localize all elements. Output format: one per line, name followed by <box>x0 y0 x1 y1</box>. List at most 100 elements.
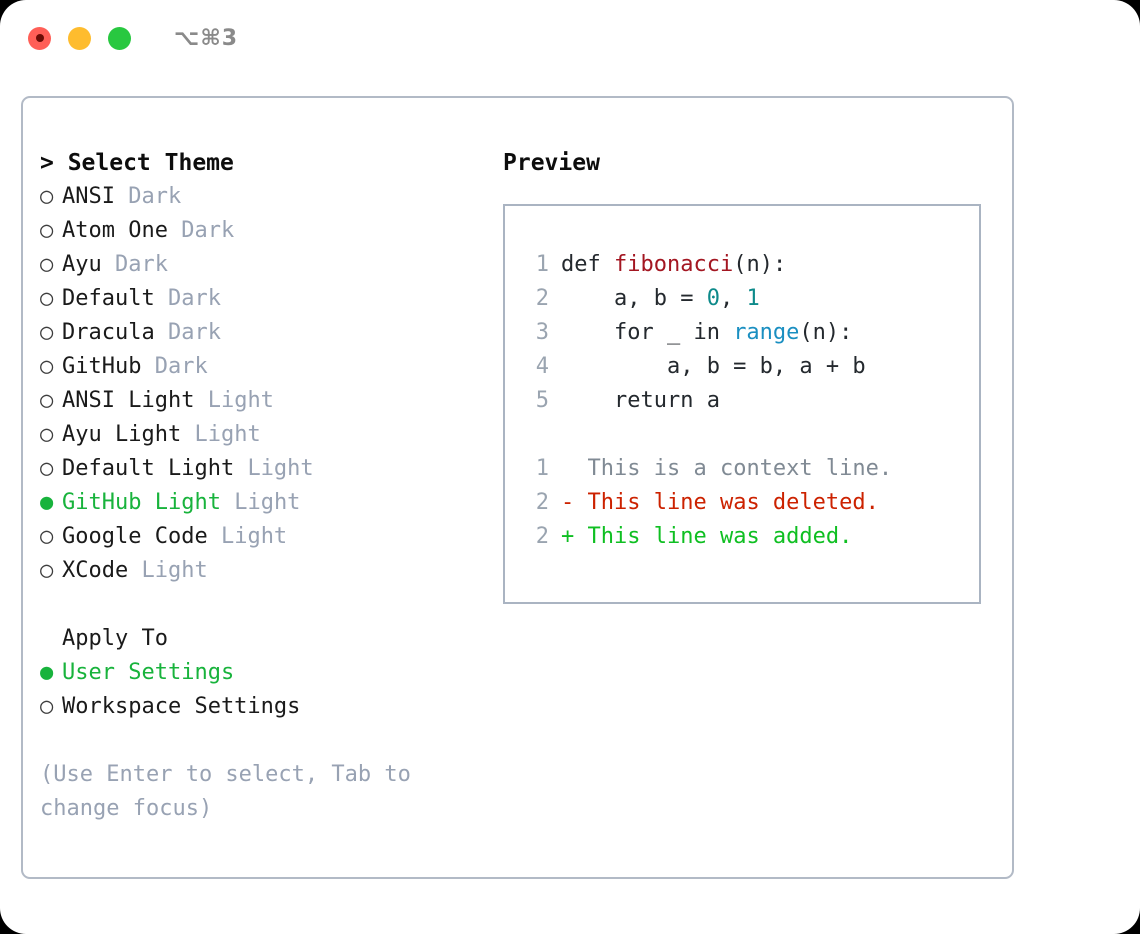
radio-unselected-icon: ○ <box>40 252 54 277</box>
code-token-plain: (n): <box>733 252 787 277</box>
radio-unselected-icon: ○ <box>40 694 54 719</box>
theme-option-label: XCode <box>62 558 129 583</box>
code-token-plain: (n): <box>799 320 853 345</box>
line-number: 1 <box>535 252 549 277</box>
theme-variant-tag: Dark <box>115 252 168 277</box>
radio-unselected-icon: ○ <box>40 524 54 549</box>
line-number: 2 <box>535 524 549 549</box>
theme-option-label: Dracula <box>62 320 155 345</box>
code-line: 3 for _ in range(n): <box>523 316 979 350</box>
radio-unselected-icon: ○ <box>40 354 54 379</box>
theme-option-github[interactable]: ○ GitHub Dark <box>40 350 503 384</box>
line-number: 1 <box>535 456 549 481</box>
theme-option-label: GitHub <box>62 354 142 379</box>
apply-to-list[interactable]: ● User Settings ○ Workspace Settings <box>40 656 503 724</box>
radio-unselected-icon: ○ <box>40 422 54 447</box>
window-controls <box>28 26 131 50</box>
code-token-plain: def <box>561 252 614 277</box>
code-token-func: fibonacci <box>613 252 734 277</box>
theme-option-label: Ayu Light <box>62 422 182 447</box>
code-line: 2 a, b = 0, 1 <box>523 282 979 316</box>
theme-option-label: Ayu <box>62 252 102 277</box>
radio-unselected-icon: ○ <box>40 456 54 481</box>
theme-option-default-light[interactable]: ○ Default Light Light <box>40 452 503 486</box>
theme-option-label: Google Code <box>62 524 208 549</box>
apply-option-user-settings[interactable]: ● User Settings <box>40 656 503 690</box>
diff-marker: + <box>561 524 588 549</box>
code-token-plain: a, b = b, a + b <box>561 354 866 379</box>
theme-variant-tag: Dark <box>181 218 235 243</box>
apply-option-label: User Settings <box>62 660 235 685</box>
radio-unselected-icon: ○ <box>40 558 54 583</box>
theme-option-default[interactable]: ○ Default Dark <box>40 282 503 316</box>
theme-option-google-code[interactable]: ○ Google Code Light <box>40 520 503 554</box>
theme-option-dracula[interactable]: ○ Dracula Dark <box>40 316 503 350</box>
code-line: 4 a, b = b, a + b <box>523 350 979 384</box>
theme-variant-tag: Light <box>207 388 274 413</box>
diff-marker <box>561 452 588 486</box>
diff-line-ctx: 1 This is a context line. <box>523 452 979 486</box>
theme-selection-column: > Select Theme ○ANSI Dark○Atom One Dark○… <box>23 146 503 826</box>
code-token-plain: a, b = <box>561 286 707 311</box>
theme-variant-tag: Light <box>220 524 288 549</box>
radio-unselected-icon: ○ <box>40 184 54 209</box>
keyboard-shortcut-label: ⌥⌘3 <box>174 25 239 51</box>
theme-variant-tag: Light <box>141 558 208 583</box>
select-theme-header: > Select Theme <box>40 150 234 176</box>
line-number: 5 <box>535 388 549 413</box>
code-line: 1 def fibonacci(n): <box>523 248 979 282</box>
theme-option-ayu[interactable]: ○ Ayu Dark <box>40 248 503 282</box>
line-number: 3 <box>535 320 549 345</box>
line-number: 2 <box>535 286 549 311</box>
theme-option-label: ANSI <box>62 184 115 209</box>
apply-to-header: Apply To <box>62 626 168 651</box>
keyboard-hint: (Use Enter to select, Tab to change focu… <box>40 762 425 821</box>
apply-option-workspace-settings[interactable]: ○ Workspace Settings <box>40 690 503 724</box>
code-token-builtin: range <box>733 320 800 345</box>
theme-option-atom-one[interactable]: ○Atom One Dark <box>40 214 503 248</box>
theme-list[interactable]: ○ANSI Dark○Atom One Dark○Ayu Dark○Defaul… <box>40 180 503 588</box>
code-line: 5 return a <box>523 384 979 418</box>
theme-option-ansi[interactable]: ○ ANSI Dark <box>40 180 503 214</box>
radio-unselected-icon: ○ <box>40 388 54 413</box>
diff-text: This line was deleted. <box>587 490 879 515</box>
line-number: 2 <box>535 490 549 515</box>
minimize-window-button[interactable] <box>68 26 91 50</box>
theme-option-label: GitHub Light <box>62 490 221 515</box>
theme-option-ansi-light[interactable]: ○ANSI Light Light <box>40 384 503 418</box>
theme-variant-tag: Dark <box>128 184 182 209</box>
theme-option-ayu-light[interactable]: ○ Ayu Light Light <box>40 418 503 452</box>
radio-selected-icon: ● <box>40 660 54 685</box>
content-panel: > Select Theme ○ANSI Dark○Atom One Dark○… <box>21 96 1014 879</box>
theme-option-label: Default <box>62 286 155 311</box>
radio-unselected-icon: ○ <box>40 286 54 311</box>
apply-option-label: Workspace Settings <box>62 694 301 719</box>
preview-header: Preview <box>503 150 600 176</box>
theme-variant-tag: Dark <box>167 286 221 311</box>
theme-option-xcode[interactable]: ○ XCode Light <box>40 554 503 588</box>
radio-unselected-icon: ○ <box>40 320 54 345</box>
theme-option-github-light[interactable]: ●GitHub Light Light <box>40 486 503 520</box>
radio-selected-icon: ● <box>40 490 54 515</box>
theme-variant-tag: Light <box>247 456 314 481</box>
code-token-num: 0 <box>706 286 720 311</box>
diff-line-del: 2- This line was deleted. <box>523 486 979 520</box>
theme-variant-tag: Dark <box>167 320 221 345</box>
theme-option-label: Default Light <box>62 456 235 481</box>
theme-option-label: Atom One <box>62 218 168 243</box>
theme-variant-tag: Light <box>194 422 261 447</box>
title-bar: ⌥⌘3 <box>0 0 1140 76</box>
diff-text: This line was added. <box>587 524 853 549</box>
code-token-plain: , <box>719 286 747 311</box>
code-token-plain: for _ in <box>561 320 734 345</box>
close-window-button[interactable] <box>28 26 51 50</box>
theme-variant-tag: Dark <box>154 354 208 379</box>
maximize-window-button[interactable] <box>108 26 131 50</box>
code-token-num: 1 <box>746 286 760 311</box>
diff-text: This is a context line. <box>587 456 893 481</box>
line-number: 4 <box>535 354 549 379</box>
